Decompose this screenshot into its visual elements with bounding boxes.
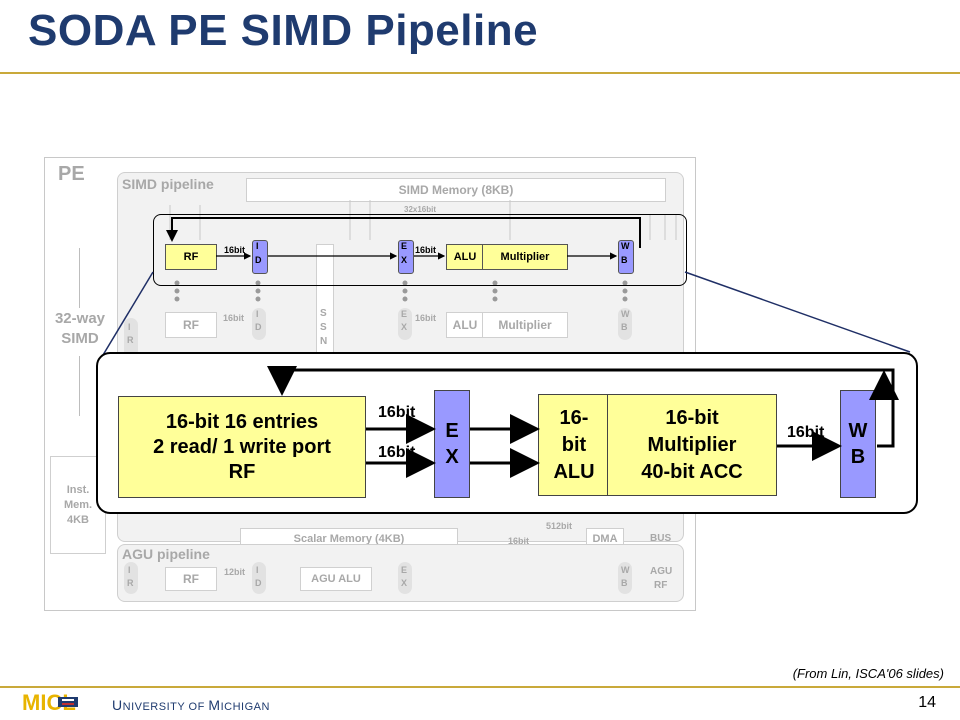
footer-rule [0, 686, 960, 688]
agu-alu: AGU ALU [300, 567, 372, 591]
ssn-s2: S [320, 322, 327, 333]
university-ichigan: ICHIGAN [220, 701, 270, 713]
university-niversity: NIVERSITY OF [122, 701, 209, 713]
agu-ir-r: R [127, 578, 134, 588]
agu-wb [618, 562, 632, 594]
id-lane2-i: I [256, 309, 259, 319]
zoom-ex-x: X [445, 446, 459, 468]
wb-lane2-w: W [621, 309, 630, 319]
zoom-rf-line3: RF [228, 460, 256, 483]
wb-lane1 [618, 240, 634, 274]
ex-lane2 [398, 308, 412, 340]
id-lane1 [252, 240, 268, 274]
agu-ex [398, 562, 412, 594]
ex-lane2-x: X [401, 322, 408, 332]
bus-12-label: 12bit [224, 567, 246, 577]
agu-wb-w: W [621, 565, 630, 575]
agu-ir [124, 562, 138, 594]
zoom-alu-line3: ALU [553, 460, 595, 483]
agu-id-d: D [255, 578, 262, 588]
page-number: 14 [918, 694, 936, 711]
rf-lane2: RF [165, 312, 217, 338]
zoom-rf-line2: 2 read/ 1 write port [153, 435, 331, 458]
agu-ex-e: E [401, 565, 408, 575]
zoom-alu-line2: bit [561, 433, 587, 456]
zoom-alu-block: 16- bit ALU [538, 394, 610, 496]
zoom-alu-line1: 16- [559, 406, 589, 429]
multiplier-lane1: Multiplier [482, 244, 568, 270]
university-u: U [112, 697, 123, 713]
ex-lane2-e: E [401, 309, 408, 319]
agu-wb-b: B [621, 578, 628, 588]
id-lane1-d: D [255, 255, 262, 265]
inst-mem-line2: Mem. [63, 498, 93, 511]
inst-mem-line3: 4KB [66, 513, 89, 526]
way-arrow-bottom [79, 356, 80, 416]
id-lane1-i: I [256, 241, 259, 251]
lane2-bus-label-2: 16bit [415, 313, 437, 323]
id-lane2 [252, 308, 266, 340]
university-name: UNIVERSITY OF MICHIGAN [112, 697, 270, 713]
ir-lane2-r: R [127, 335, 134, 345]
agu-rf-label-2: RF [654, 580, 668, 591]
micl-logo: MICL [22, 690, 108, 714]
lane1-bus-label-2: 16bit [415, 245, 437, 255]
title-rule [0, 72, 960, 74]
way-label: 32-way [54, 310, 106, 327]
ex-lane1 [398, 240, 414, 274]
agu-ex-x: X [401, 578, 408, 588]
ir-lane2 [124, 318, 138, 358]
alu-lane1: ALU [446, 244, 484, 270]
zoom-wb-w: W [848, 420, 868, 442]
wb-lane1-w: W [621, 241, 630, 251]
zoom-mult-line2: Multiplier [647, 433, 737, 456]
rf-lane1: RF [165, 244, 217, 270]
ssn-s1: S [320, 308, 327, 319]
zoom-mult-line3: 40-bit ACC [641, 460, 743, 483]
inst-mem-line1: Inst. [66, 483, 90, 496]
simd-memory: SIMD Memory (8KB) [246, 178, 666, 202]
zoom-wb-b: B [850, 446, 866, 468]
bus-512-label: 512bit [546, 521, 573, 531]
wb-lane1-b: B [621, 255, 628, 265]
multiplier-lane2: Multiplier [482, 312, 568, 338]
agu-rf: RF [165, 567, 217, 591]
highlight-lane-frame [153, 214, 687, 286]
simd-label: SIMD [61, 330, 99, 347]
agu-pipeline-label: AGU pipeline [122, 546, 210, 562]
zoom-mult-line1: 16-bit [665, 406, 719, 429]
ex-lane1-x: X [401, 255, 408, 265]
agu-id-i: I [256, 565, 259, 575]
id-lane2-d: D [255, 322, 262, 332]
source-credit: (From Lin, ISCA'06 slides) [792, 666, 944, 681]
pe-label: PE [58, 163, 85, 185]
wb-lane2 [618, 308, 632, 340]
slide-title: SODA PE SIMD Pipeline [28, 6, 539, 55]
university-m: M [208, 697, 221, 713]
zoom-ex-block: E X [434, 390, 470, 498]
bus-16-low: 16bit [508, 536, 530, 546]
way-arrow-top [79, 248, 80, 308]
agu-ir-i: I [128, 565, 131, 575]
ex-lane1-e: E [401, 241, 408, 251]
agu-id [252, 562, 266, 594]
ssn-n: N [320, 336, 328, 347]
lane2-bus-label: 16bit [223, 313, 245, 323]
zoom-ex-e: E [445, 420, 459, 442]
simd-pipeline-label: SIMD pipeline [122, 176, 214, 192]
zoom-wb-block: W B [840, 390, 876, 498]
zoom-rf-line1: 16-bit 16 entries [165, 410, 319, 433]
ir-lane2-i: I [128, 322, 131, 332]
bus-32x16-label: 32x16bit [404, 205, 437, 214]
lane1-bus-label: 16bit [224, 245, 246, 255]
agu-rf-label-1: AGU [650, 566, 673, 577]
zoom-rf-block: 16-bit 16 entries 2 read/ 1 write port R… [118, 396, 366, 498]
wb-lane2-b: B [621, 322, 628, 332]
zoom-mult-block: 16-bit Multiplier 40-bit ACC [607, 394, 777, 496]
bus-label: BUS [650, 533, 672, 544]
